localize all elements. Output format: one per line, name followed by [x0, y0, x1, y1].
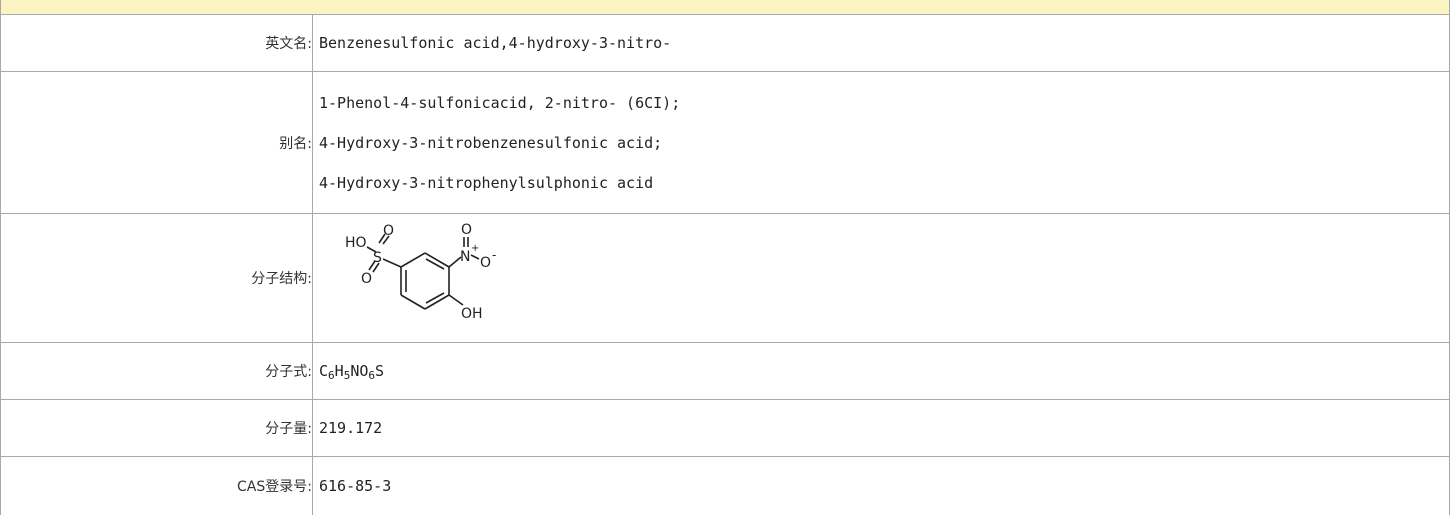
charge-minus: -	[492, 248, 496, 262]
cas-label: CAS登录号:	[0, 456, 313, 515]
english-name-label: 英文名:	[0, 14, 313, 72]
english-name-value: Benzenesulfonic acid,4-hydroxy-3-nitro-	[312, 14, 1450, 72]
formula-c: C	[319, 362, 329, 380]
row-structure: 分子结构:	[0, 213, 1450, 343]
formula-h: H	[334, 362, 344, 380]
atom-ho: HO	[345, 235, 367, 251]
sulfonic-bonds	[366, 233, 402, 273]
structure-cell: HO S O O N + O O - OH	[312, 213, 1450, 343]
formula-c-count: 6	[328, 369, 335, 382]
formula-value: C6H5NO6S	[312, 342, 1450, 400]
formula-no: NO	[350, 362, 369, 380]
atom-o-nitro-right: O	[480, 255, 491, 271]
atom-s: S	[373, 250, 382, 266]
alias-value-3: 4-Hydroxy-3-nitrophenylsulphonic acid	[319, 173, 654, 192]
benzene-ring	[400, 252, 450, 310]
alias-value-2: 4-Hydroxy-3-nitrobenzenesulfonic acid;	[319, 133, 663, 152]
atom-o-nitro-top: O	[461, 222, 472, 238]
formula-s: S	[375, 362, 385, 380]
compound-info-table: 英文名: Benzenesulfonic acid,4-hydroxy-3-ni…	[0, 14, 1450, 515]
row-mol-weight: 分子量: 219.172	[0, 399, 1450, 457]
formula-label: 分子式:	[0, 342, 313, 400]
row-formula: 分子式: C6H5NO6S	[0, 342, 1450, 400]
alias-value-1: 1-Phenol-4-sulfonicacid, 2-nitro- (6CI);	[319, 93, 681, 112]
atom-o-top: O	[383, 223, 394, 239]
formula-o-count: 6	[368, 369, 375, 382]
hydroxyl-bond	[448, 294, 464, 306]
mol-weight-label: 分子量:	[0, 399, 313, 457]
alias-values: 1-Phenol-4-sulfonicacid, 2-nitro- (6CI);…	[312, 71, 1450, 214]
atom-oh: OH	[461, 306, 483, 322]
cas-value: 616-85-3	[312, 456, 1450, 515]
row-alias: 别名: 1-Phenol-4-sulfonicacid, 2-nitro- (6…	[0, 71, 1450, 214]
charge-plus: +	[471, 243, 479, 254]
row-english-name: 英文名: Benzenesulfonic acid,4-hydroxy-3-ni…	[0, 14, 1450, 72]
structure-label: 分子结构:	[0, 213, 313, 343]
atom-o-bottom: O	[361, 271, 372, 287]
formula-h-count: 5	[343, 369, 351, 382]
row-cas: CAS登录号: 616-85-3	[0, 456, 1450, 515]
atom-n: N	[460, 249, 470, 265]
alias-label: 别名:	[0, 71, 313, 214]
molecular-structure-image: HO S O O N + O O - OH	[345, 222, 496, 322]
nitro-bonds	[448, 237, 480, 268]
header-bar	[0, 0, 1450, 15]
mol-weight-value: 219.172	[312, 399, 1450, 457]
